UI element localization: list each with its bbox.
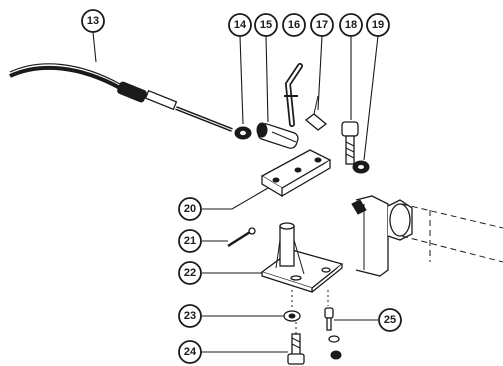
callout-19: 19 [366, 13, 390, 37]
nut-part-14 [234, 126, 252, 140]
housing-assembly [351, 195, 503, 277]
bolt-part-18 [341, 121, 359, 165]
callout-20-label: 20 [184, 203, 196, 215]
callout-13: 13 [81, 9, 105, 33]
callout-13-label: 13 [87, 15, 99, 27]
callout-20: 20 [178, 197, 202, 221]
callout-21-label: 21 [184, 235, 196, 247]
callout-14: 14 [228, 13, 252, 37]
lock-nut-part-19 [352, 160, 370, 174]
callout-17: 17 [310, 13, 334, 37]
callout-24-label: 24 [184, 346, 197, 358]
mounting-bracket-part-22 [260, 222, 344, 293]
callout-17-label: 17 [316, 19, 328, 31]
callout-23-label: 23 [184, 310, 196, 322]
leader-20 [202, 187, 269, 210]
callout-24: 24 [178, 340, 202, 364]
bent-pin-part-16 [284, 63, 303, 127]
leader-17 [317, 35, 323, 111]
callout-19-label: 19 [372, 19, 384, 31]
callout-18-label: 18 [345, 19, 357, 31]
callout-15-label: 15 [260, 19, 272, 31]
bolt-part-24 [287, 333, 305, 365]
link-bracket-part-20 [260, 149, 332, 198]
leader-19 [363, 35, 379, 161]
callout-18: 18 [339, 13, 363, 37]
callout-15: 15 [254, 13, 278, 37]
callout-21: 21 [178, 229, 202, 253]
clevis-part-15 [256, 122, 299, 149]
callout-25-label: 25 [384, 314, 396, 326]
callout-22: 22 [178, 261, 202, 285]
control-cable-part [9, 63, 233, 132]
callout-14-label: 14 [234, 19, 247, 31]
leader-15 [265, 35, 269, 123]
callout-23: 23 [178, 304, 202, 328]
leader-14 [239, 35, 244, 125]
small-bolt-part-25 [324, 307, 342, 360]
callout-16: 16 [282, 13, 306, 37]
callout-22-label: 22 [184, 267, 196, 279]
callout-16-label: 16 [288, 19, 300, 31]
clip-part-17 [304, 95, 328, 131]
callout-25: 25 [378, 308, 402, 332]
washer-part-23 [283, 310, 301, 322]
cotter-pin-part-21 [227, 227, 256, 248]
leader-13 [92, 31, 97, 63]
